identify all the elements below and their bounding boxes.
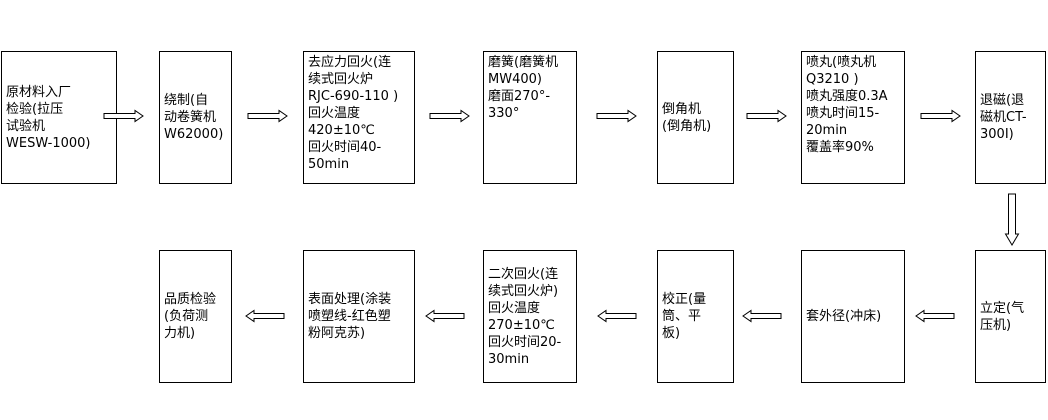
- step-straightening: 校正(量 筒、平 板): [657, 250, 734, 383]
- arrow-left-1: [915, 309, 955, 323]
- step-outer-diameter-sizing: 套外径(冲床): [801, 250, 905, 383]
- step-grinding: 磨簧(磨簧机 MW400) 磨面270°- 330°: [483, 51, 577, 184]
- step-winding: 绕制(自 动卷簧机 W62000): [159, 51, 232, 184]
- arrow-down: [1004, 193, 1020, 246]
- step-quality-inspection: 品质检验 (负荷测 力机): [159, 250, 232, 383]
- arrow-right-1: [103, 109, 144, 123]
- step-demagnetizing: 退磁(退 磁机CT- 300I): [975, 51, 1046, 184]
- arrow-left-4: [425, 309, 465, 323]
- arrow-left-2: [742, 309, 782, 323]
- arrow-left-5: [245, 309, 285, 323]
- arrow-left-3: [597, 309, 637, 323]
- step-stress-relief-tempering: 去应力回火(连 续式回火炉 RJC-690-110 ) 回火温度 420±10℃…: [303, 51, 415, 184]
- step-shot-peening: 喷丸(喷丸机 Q3210 ) 喷丸强度0.3A 喷丸时间15- 20min 覆盖…: [801, 51, 905, 184]
- step-presetting: 立定(气 压机): [975, 250, 1046, 383]
- step-second-tempering: 二次回火(连 续式回火炉) 回火温度 270±10℃ 回火时间20- 30min: [483, 250, 577, 383]
- arrow-right-3: [429, 109, 470, 123]
- arrow-right-2: [247, 109, 288, 123]
- arrow-right-4: [596, 109, 637, 123]
- step-surface-treatment: 表面处理(涂装 喷塑线-红色塑 粉阿克苏): [303, 250, 415, 383]
- step-chamfering: 倒角机 (倒角机): [657, 51, 734, 184]
- arrow-right-6: [920, 109, 961, 123]
- arrow-right-5: [746, 109, 787, 123]
- step-raw-material-inspection: 原材料入厂 检验(拉压 试验机 WESW-1000): [1, 51, 117, 184]
